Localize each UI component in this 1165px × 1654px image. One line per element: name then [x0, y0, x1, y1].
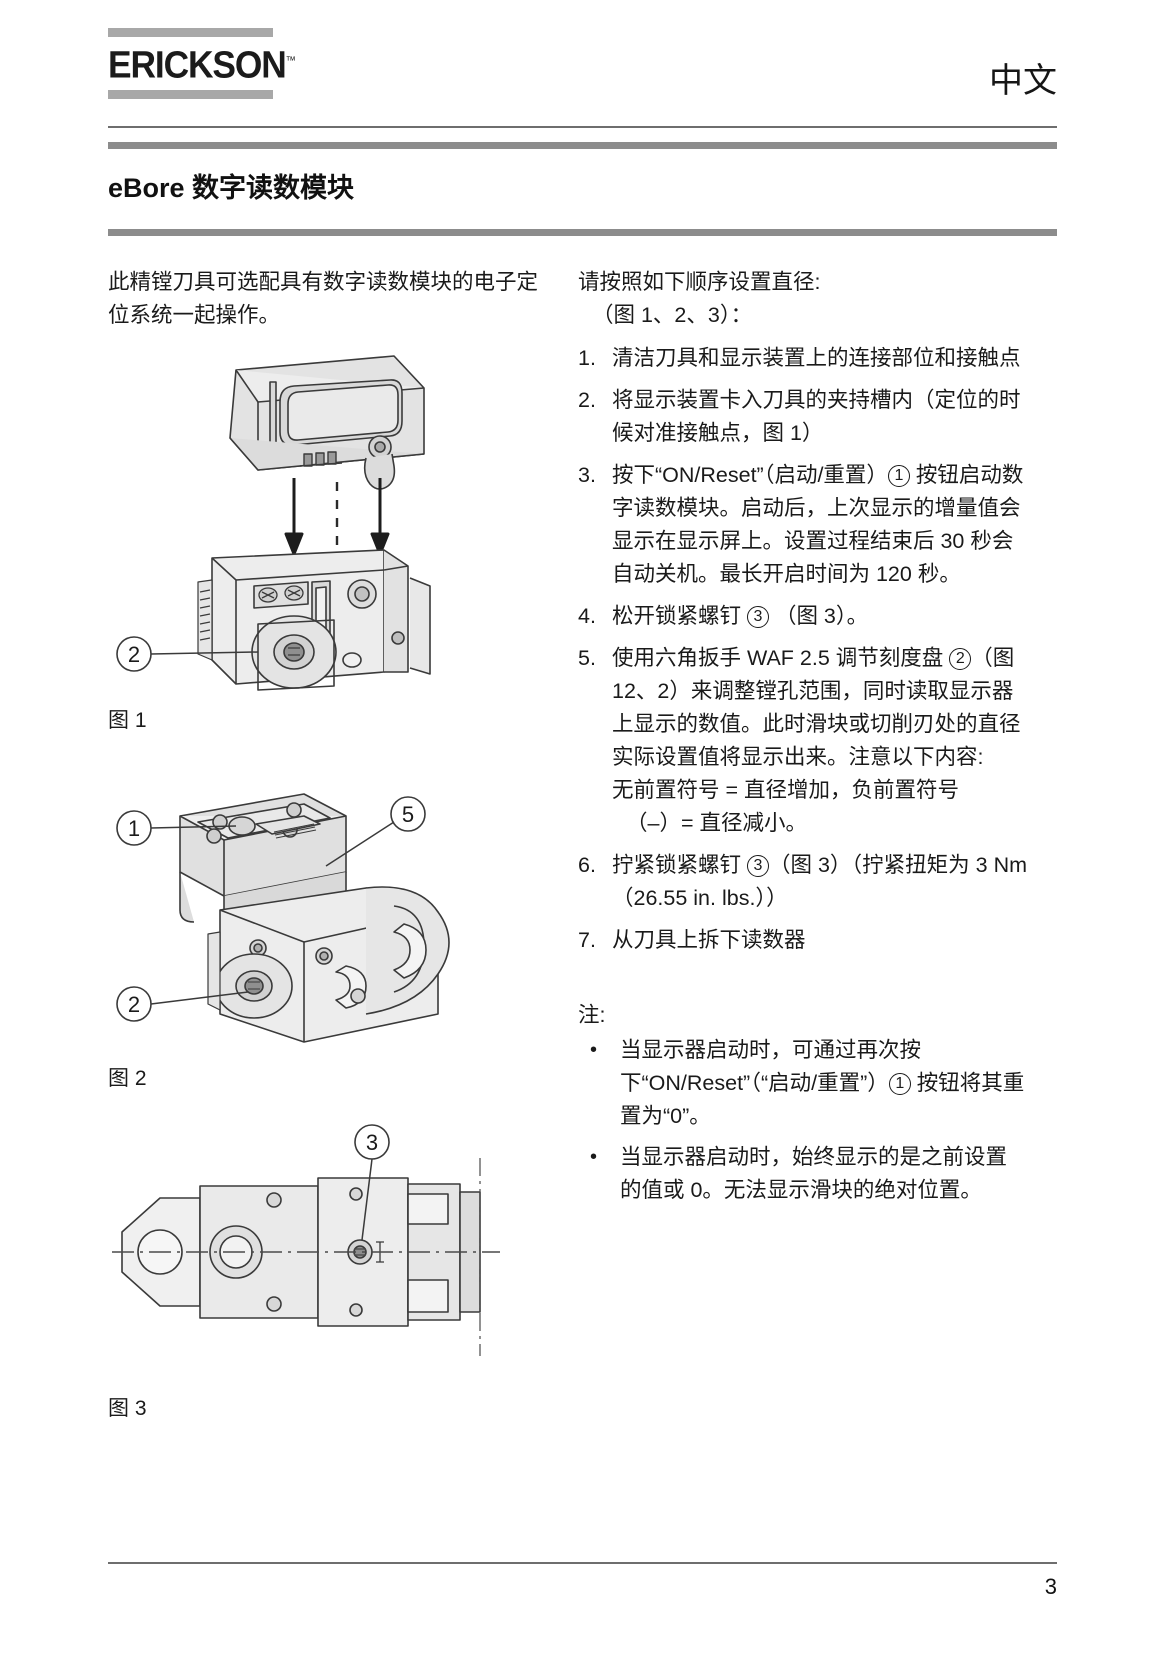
- notes-list: • 当显示器启动时，可通过再次按下“ON/Reset”（“启动/重置”）1 按钮将…: [578, 1034, 1028, 1207]
- callout-ref-3: 3: [746, 606, 769, 628]
- step-text-pre: 按下“ON/Reset”（启动/重置）: [612, 463, 888, 487]
- figure-2-illustration: 1 5 2: [116, 793, 450, 1043]
- step-number: 4.: [578, 604, 596, 628]
- step-number: 3.: [578, 463, 596, 487]
- step-extra-line-2: （–）= 直径减小。: [626, 811, 807, 835]
- page-number: 3: [1044, 1574, 1057, 1599]
- title-rule-bottom: [108, 229, 1057, 236]
- instructions-lead-subtext: （图 1、2、3）：: [592, 303, 753, 327]
- step-text-post: 按钮启动数字读数模块。启动后，上次显示的增量值会显示在显示屏上。设置过程结束后 …: [612, 463, 1024, 586]
- page-header: ERICKSON™ 中文: [0, 0, 1165, 120]
- title-product-name: eBore: [108, 173, 185, 203]
- logo-text: ERICKSON: [108, 44, 287, 87]
- step-text-pre: 使用六角扳手 WAF 2.5 调节刻度盘: [612, 646, 950, 670]
- callout-3-label-figure-3: 3: [366, 1130, 378, 1155]
- figure-3-illustration: 3: [112, 1124, 500, 1356]
- step-number: 6.: [578, 853, 596, 877]
- logo-bar-bottom: [108, 89, 273, 99]
- step-number: 2.: [578, 388, 596, 412]
- intro-paragraph: 此精镗刀具可选配具有数字读数模块的电子定位系统一起操作。: [108, 270, 539, 327]
- figure-2-caption: 图 2: [108, 1067, 147, 1090]
- note-text: 当显示器启动时，始终显示的是之前设置的值或 0。无法显示滑块的绝对位置。: [620, 1145, 1008, 1202]
- step-extra-line-1: 无前置符号 = 直径增加，负前置符号: [612, 778, 960, 802]
- step-text-post: （图 3）。: [768, 604, 869, 628]
- step-text-pre: 拧紧锁紧螺钉: [612, 853, 747, 877]
- callout-ref-3: 3: [746, 855, 769, 877]
- title-rule-top: [108, 142, 1057, 149]
- display-module-drawing: [229, 355, 425, 490]
- step-number: 5.: [578, 646, 596, 670]
- step-text: 清洁刀具和显示装置上的连接部位和接触点: [612, 346, 1021, 370]
- header-divider-rule: [108, 126, 1057, 128]
- figure-1-illustration: 2: [116, 355, 431, 691]
- left-column: 此精镗刀具可选配具有数字读数模块的电子定位系统一起操作。: [108, 266, 548, 1430]
- figure-3-caption: 图 3: [108, 1397, 147, 1420]
- figure-1-caption: 图 1: [108, 709, 147, 732]
- note-item-2: • 当显示器启动时，始终显示的是之前设置的值或 0。无法显示滑块的绝对位置。: [578, 1141, 1028, 1207]
- instructions-lead-text: 请按照如下顺序设置直径:: [578, 270, 821, 294]
- erickson-logo: ERICKSON™: [108, 28, 296, 99]
- right-column: 请按照如下顺序设置直径: （图 1、2、3）： 1. 清洁刀具和显示装置上的连接部…: [578, 266, 1028, 1430]
- callout-2-label-figure-1: 2: [128, 642, 140, 667]
- figure-1: 2 图 1: [108, 342, 548, 736]
- callout-ref-1: 1: [888, 1073, 911, 1095]
- step-item-3: 3. 按下“ON/Reset”（启动/重置）1 按钮启动数字读数模块。启动后，上次…: [578, 459, 1028, 591]
- logo-wordmark: ERICKSON™: [108, 39, 296, 88]
- language-label: 中文: [989, 62, 1057, 100]
- step-item-1: 1. 清洁刀具和显示装置上的连接部位和接触点: [578, 342, 1028, 375]
- callout-ref-2: 2: [949, 648, 972, 670]
- figure-2-callouts: [116, 796, 426, 1022]
- note-text-pre: 当显示器启动时，可通过再次按下“ON/Reset”（“启动/重置”）: [620, 1038, 922, 1095]
- body-columns: 此精镗刀具可选配具有数字读数模块的电子定位系统一起操作。: [0, 236, 1165, 1430]
- page-footer: 3: [108, 1562, 1057, 1602]
- callout-1-label-figure-2: 1: [128, 816, 140, 841]
- step-item-6: 6. 拧紧锁紧螺钉 3（图 3）（拧紧扭矩为 3 Nm（26.55 in. lbs…: [578, 849, 1028, 915]
- step-item-2: 2. 将显示装置卡入刀具的夹持槽内（定位的时候对准接触点，图 1）: [578, 384, 1028, 450]
- instructions-lead: 请按照如下顺序设置直径: （图 1、2、3）：: [578, 266, 1028, 332]
- callout-2-figure-1: [116, 636, 259, 672]
- title-section: eBore 数字读数模块: [0, 142, 1165, 236]
- footer-divider-rule: [108, 1562, 1057, 1564]
- bullet-icon: •: [590, 1146, 598, 1168]
- callout-2-label-figure-2: 2: [128, 992, 140, 1017]
- trademark-symbol: ™: [285, 55, 296, 67]
- step-item-5: 5. 使用六角扳手 WAF 2.5 调节刻度盘 2（图 12、2）来调整镗孔范围，…: [578, 642, 1028, 840]
- title-suffix: 数字读数模块: [184, 173, 355, 203]
- step-text-pre: 松开锁紧螺钉: [612, 604, 747, 628]
- bullet-icon: •: [590, 1039, 598, 1061]
- step-item-7: 7. 从刀具上拆下读数器: [578, 924, 1028, 957]
- step-number: 7.: [578, 928, 596, 952]
- callout-ref-1: 1: [887, 465, 910, 487]
- tool-body-drawing: [197, 549, 431, 691]
- readout-module-drawing: [179, 793, 347, 948]
- boring-head-drawing: [207, 886, 450, 1043]
- note-text-post: 按钮将其重置为“0”。: [620, 1071, 1025, 1128]
- assembly-arrows: [284, 478, 390, 556]
- step-text: 将显示装置卡入刀具的夹持槽内（定位的时候对准接触点，图 1）: [612, 388, 1021, 445]
- step-text-post: （图 12、2）来调整镗孔范围，同时读取显示器上显示的数值。此时滑块或切削刃处的…: [612, 646, 1021, 769]
- adjusting-dial: [251, 615, 337, 691]
- note-item-1: • 当显示器启动时，可通过再次按下“ON/Reset”（“启动/重置”）1 按钮将…: [578, 1034, 1028, 1133]
- step-text-post: （图 3）（拧紧扭矩为 3 Nm（26.55 in. lbs.））: [612, 853, 1028, 910]
- notes-heading: 注:: [578, 1003, 606, 1027]
- instruction-steps-list: 1. 清洁刀具和显示装置上的连接部位和接触点 2. 将显示装置卡入刀具的夹持槽内（定…: [578, 342, 1028, 957]
- step-item-4: 4. 松开锁紧螺钉 3 （图 3）。: [578, 600, 1028, 633]
- callout-3-figure-3: [354, 1124, 390, 1241]
- callout-5-circle: [390, 796, 426, 832]
- step-text: 从刀具上拆下读数器: [612, 928, 806, 952]
- logo-bar-top: [108, 28, 273, 37]
- figure-3: 3 图 3: [108, 1120, 548, 1424]
- adjusting-dial-figure-2: [215, 953, 293, 1019]
- callout-5-label-figure-2: 5: [402, 802, 414, 827]
- page-title: eBore 数字读数模块: [0, 149, 1165, 229]
- figure-2: 1 5 2 图 2: [108, 760, 548, 1094]
- step-number: 1.: [578, 346, 596, 370]
